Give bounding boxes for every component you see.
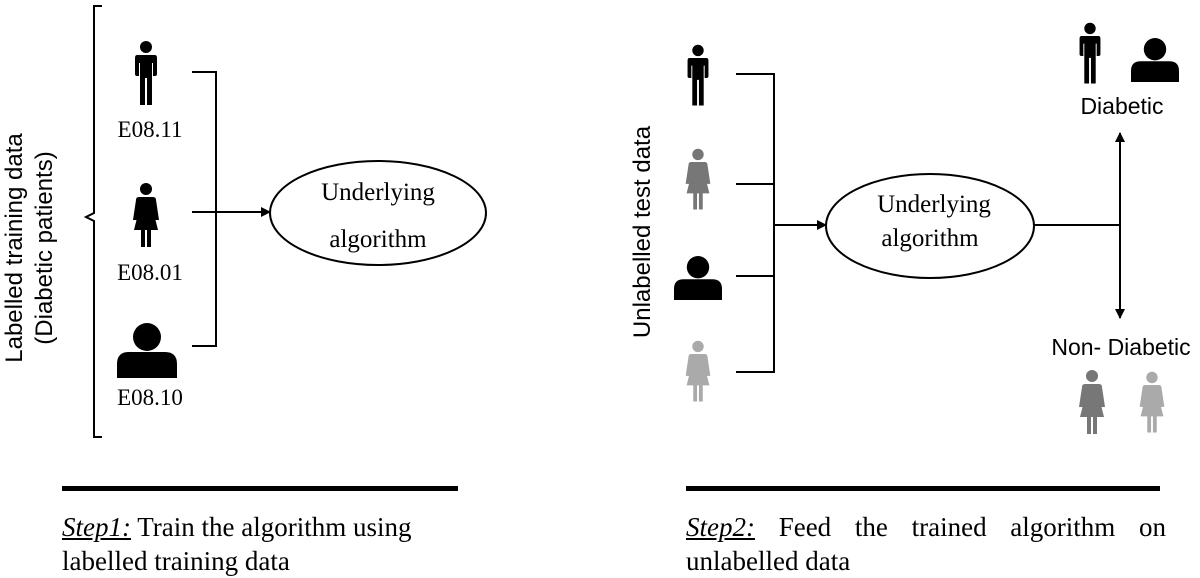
- step1-panel: Labelled training data (Diabetic patient…: [1, 5, 487, 491]
- training-data-brace: [83, 5, 102, 438]
- male-patient-icon: [135, 41, 157, 105]
- step2-caption-line2: unlabelled data: [686, 546, 851, 576]
- code-e08-11: E08.11: [118, 117, 183, 142]
- code-e08-10: E08.10: [117, 385, 183, 410]
- step2-algorithm-label-line2: algorithm: [881, 225, 979, 252]
- patient-bust-icon: [117, 323, 177, 378]
- step1-caption: Step1: Train the algorithm using labelle…: [62, 510, 462, 578]
- step1-algorithm-label-line1: Underlying: [321, 179, 435, 206]
- test-patient-bust-icon: [674, 256, 722, 300]
- step2-algorithm-label-line1: Underlying: [877, 191, 991, 218]
- non-diabetic-female-gray-icon: [1079, 370, 1105, 434]
- test-data-label: Unlabelled test data: [629, 125, 656, 338]
- step2-caption-line1: Feed the trained algorithm on: [754, 512, 1166, 542]
- step2-caption: Step2: Feed the trained algorithm on unl…: [686, 510, 1166, 578]
- diabetic-bust-icon: [1131, 38, 1179, 82]
- code-e08-01: E08.01: [117, 260, 183, 285]
- non-diabetic-label: Non- Diabetic: [1051, 334, 1190, 360]
- step1-connector-bracket: [192, 71, 217, 347]
- diabetic-male-icon: [1079, 22, 1101, 84]
- training-data-label: Labelled training data: [1, 133, 28, 363]
- female-patient-icon: [133, 183, 159, 247]
- diabetic-label: Diabetic: [1080, 93, 1163, 119]
- step1-algorithm-label-line2: algorithm: [329, 226, 427, 253]
- step2-connector-bracket: [736, 73, 775, 373]
- non-diabetic-female-light-icon: [1139, 371, 1165, 433]
- step1-caption-line1: Train the algorithm using: [130, 512, 412, 542]
- step2-caption-step: Step2:: [686, 512, 755, 542]
- step1-caption-step: Step1:: [62, 512, 131, 542]
- step1-divider: [62, 486, 458, 491]
- test-female-gray-icon: [685, 148, 711, 210]
- step2-divider: [686, 486, 1160, 491]
- training-data-sublabel: (Diabetic patients): [31, 151, 58, 344]
- step1-algorithm-ellipse: [269, 160, 487, 266]
- test-male-icon: [687, 44, 709, 106]
- step1-caption-line2: labelled training data: [62, 546, 290, 576]
- test-female-light-icon: [685, 340, 711, 402]
- step2-panel: Unlabelled test data Underlying algorith…: [629, 22, 1191, 491]
